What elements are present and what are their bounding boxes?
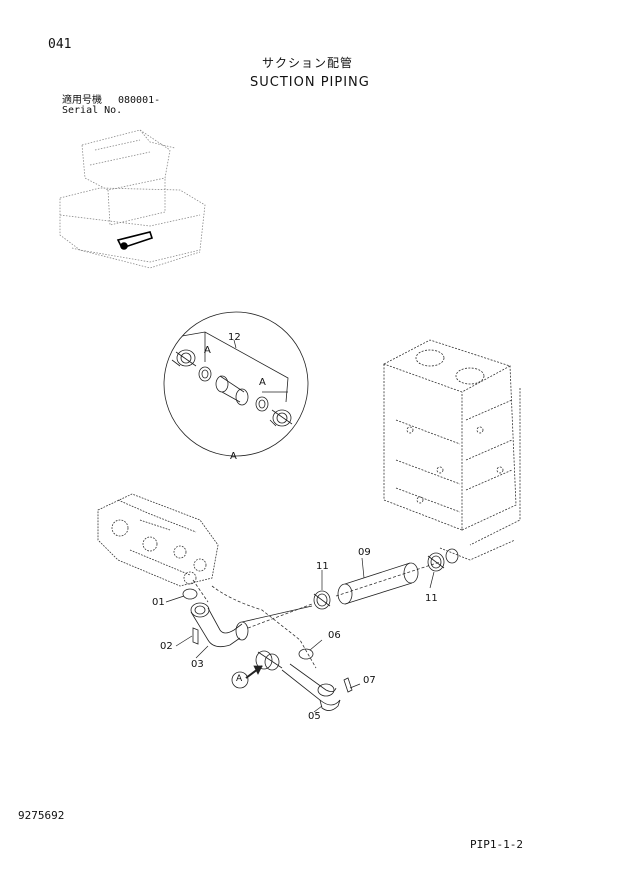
o-ring-06 <box>298 648 314 660</box>
callout-01: 01 <box>152 597 165 608</box>
hose-clamp-11-left <box>313 590 331 610</box>
detail-a-circle <box>163 311 309 457</box>
callout-detail-a-bottom: A <box>230 451 237 462</box>
serial-number-range: 080001- <box>118 95 161 106</box>
callout-06: 06 <box>328 630 341 641</box>
serial-label-english: Serial No. <box>62 105 123 116</box>
suction-pipe-05 <box>281 663 341 711</box>
excavator-thumbnail <box>59 129 206 269</box>
callout-09: 09 <box>358 547 371 558</box>
arrow-head <box>253 665 263 675</box>
callout-12: 12 <box>228 332 241 343</box>
page-title-japanese: サクション配管 <box>262 56 354 70</box>
callout-03: 03 <box>191 659 204 670</box>
detail-reference-circle <box>231 671 249 689</box>
o-ring-01 <box>182 588 198 600</box>
thumbnail-highlight <box>116 231 154 250</box>
callout-detail-a-right: A <box>259 377 266 388</box>
callout-07: 07 <box>363 675 376 686</box>
drawing-number: 9275692 <box>18 809 65 822</box>
coupling-assembly-a <box>255 650 283 671</box>
serial-label-japanese: 適用号機 <box>62 95 102 106</box>
page-number: 041 <box>48 37 72 52</box>
hose-clamp-11-right <box>427 548 459 572</box>
callout-detail-reference: A <box>236 674 243 684</box>
callout-05: 05 <box>308 711 321 722</box>
callout-02: 02 <box>160 641 173 652</box>
callout-detail-a-top: A <box>204 345 211 356</box>
callout-11-right: 11 <box>425 593 438 604</box>
leader-lines <box>165 339 435 713</box>
suction-hose-09 <box>337 562 419 605</box>
pipe-routing-lines <box>192 561 441 669</box>
hydraulic-tank <box>383 339 521 561</box>
bolt-07 <box>343 677 353 693</box>
page-title-english: SUCTION PIPING <box>250 75 370 90</box>
suction-elbow <box>190 602 313 648</box>
hydraulic-pump <box>97 493 219 587</box>
callout-11-left: 11 <box>316 561 329 572</box>
page-code: PIP1-1-2 <box>470 838 523 851</box>
bolt-02 <box>192 627 199 645</box>
